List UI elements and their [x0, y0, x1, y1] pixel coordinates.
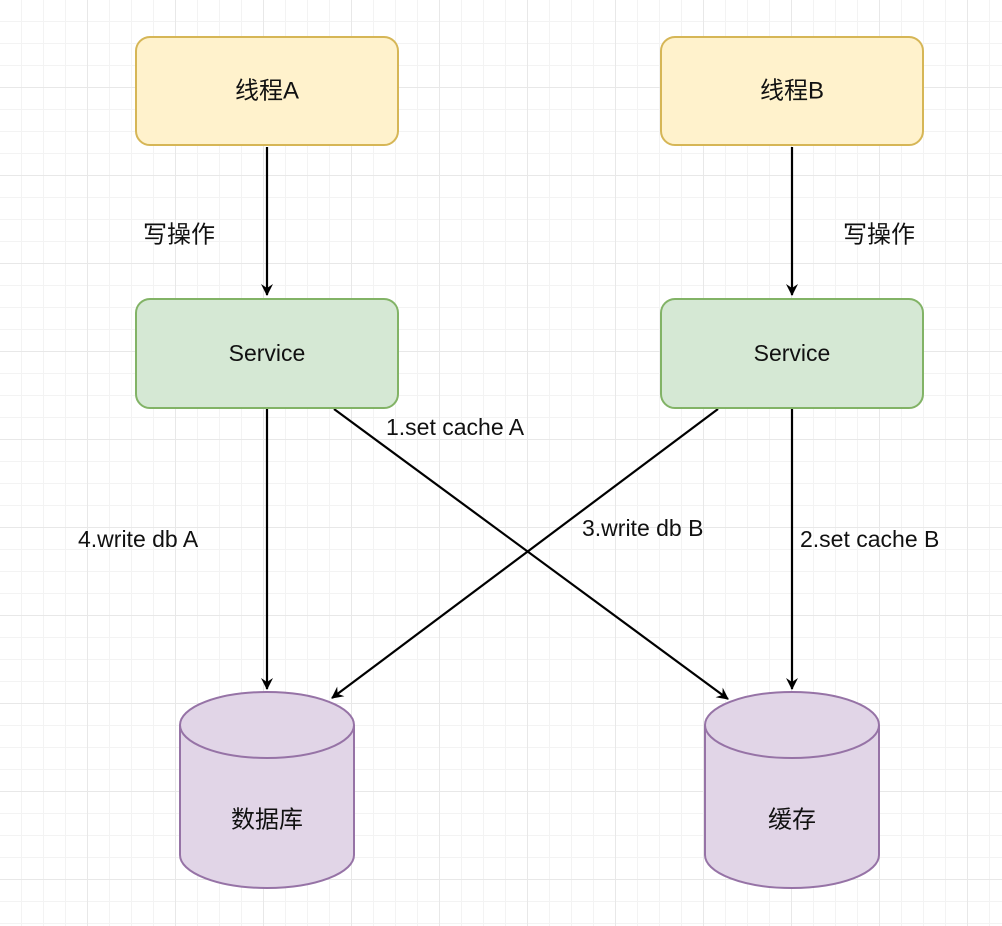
edge-label-thread-b-write: 写操作: [843, 221, 915, 248]
database-label: 数据库: [231, 806, 303, 833]
database-cylinder-rim: [179, 724, 355, 759]
cache-cylinder-rim: [704, 724, 880, 759]
thread-b-node: 线程B: [660, 36, 924, 146]
edge-service-a-to-cache: [333, 408, 729, 700]
service-a-box: [135, 298, 399, 409]
database-cylinder-body: [179, 691, 355, 889]
thread-a-label: 线程A: [235, 77, 299, 104]
edge-label-write-db-a: 4.write db A: [78, 526, 199, 552]
thread-b-label: 线程B: [760, 77, 824, 104]
thread-a-box: [135, 36, 399, 146]
cache-label: 缓存: [768, 806, 816, 833]
service-a-node: Service: [135, 298, 399, 409]
edge-label-set-cache-a: 1.set cache A: [386, 414, 525, 440]
thread-a-node: 线程A: [135, 36, 399, 146]
service-a-label: Service: [229, 340, 306, 366]
edge-label-set-cache-b: 2.set cache B: [800, 526, 939, 552]
cache-node: 缓存: [704, 691, 880, 889]
cache-cylinder-body: [704, 691, 880, 889]
service-b-box: [660, 298, 924, 409]
database-node: 数据库: [179, 691, 355, 889]
edge-service-b-to-database: [331, 408, 719, 699]
service-b-label: Service: [754, 340, 831, 366]
thread-b-box: [660, 36, 924, 146]
edge-label-thread-a-write: 写操作: [143, 221, 215, 248]
edge-label-write-db-b: 3.write db B: [582, 515, 703, 541]
service-b-node: Service: [660, 298, 924, 409]
